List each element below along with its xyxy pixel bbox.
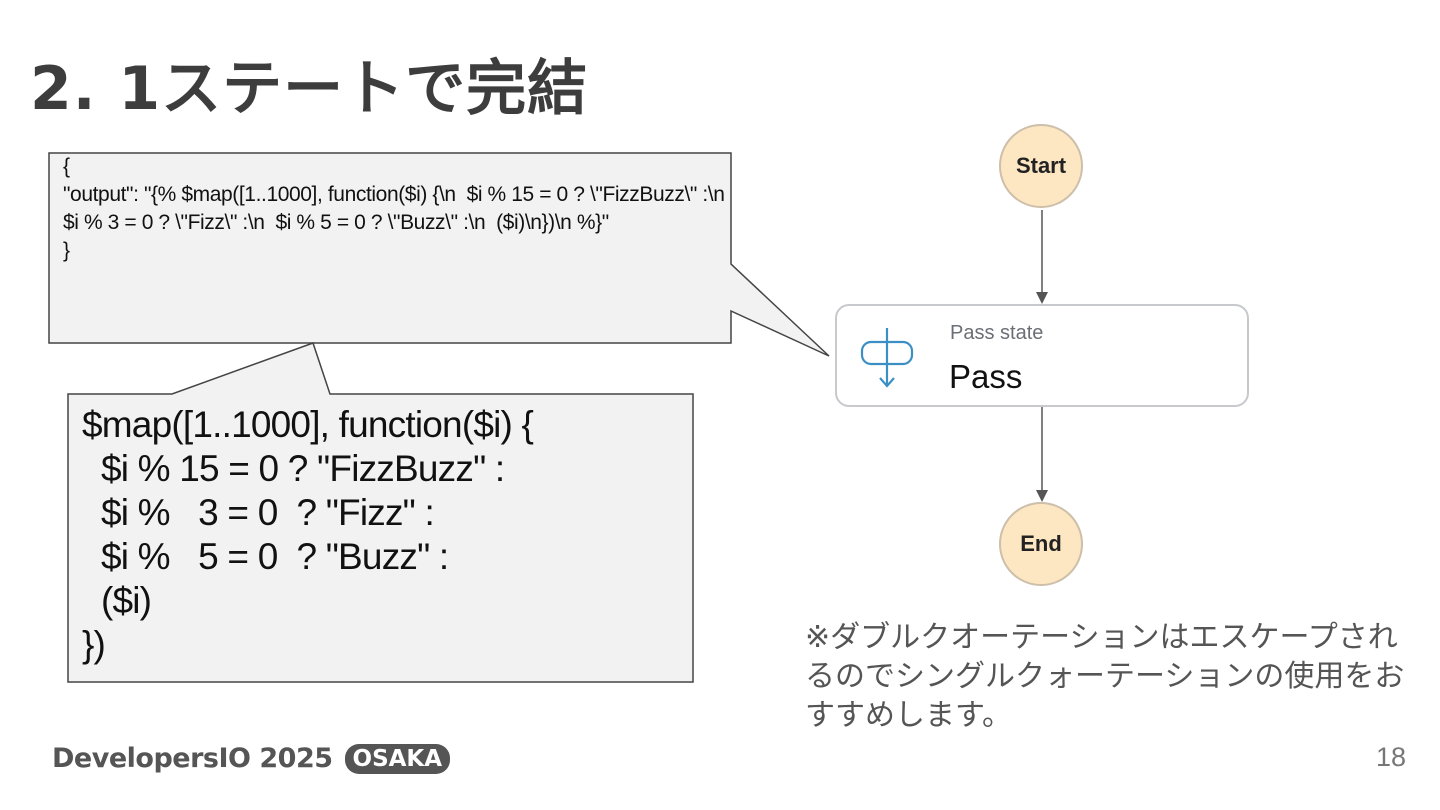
start-node-label: Start — [1015, 153, 1067, 178]
json-callout-bubble — [48, 152, 830, 357]
pass-state-icon — [860, 328, 914, 388]
code-callout-bubble — [67, 342, 694, 683]
json-callout-text: { "output": "{% $map([1..1000], function… — [63, 155, 725, 262]
pass-state-node[interactable]: Pass state Pass — [835, 304, 1249, 407]
start-to-pass-arrowhead — [1036, 292, 1048, 304]
event-logo-badge: OSAKA — [344, 743, 451, 774]
event-logo: DevelopersIO 2025 OSAKA — [52, 743, 451, 774]
start-node[interactable]: Start — [999, 124, 1083, 208]
pass-state-type-label: Pass state — [950, 322, 1044, 344]
code-callout-text: $map([1..1000], function($i) { $i % 15 =… — [82, 404, 534, 665]
end-node-label: End — [1020, 531, 1062, 556]
pass-to-end-arrowhead — [1036, 490, 1048, 502]
event-logo-brand: DevelopersIO 2025 — [52, 743, 333, 774]
slide-title: 2. 1ステートで完結 — [30, 54, 589, 124]
page-number: 18 — [1375, 742, 1406, 772]
pass-state-name: Pass — [949, 358, 1023, 395]
escape-note: ※ダブルクオーテーションはエスケープされるのでシングルクォーテーションの使用をお… — [805, 620, 1405, 733]
end-node[interactable]: End — [999, 502, 1083, 586]
